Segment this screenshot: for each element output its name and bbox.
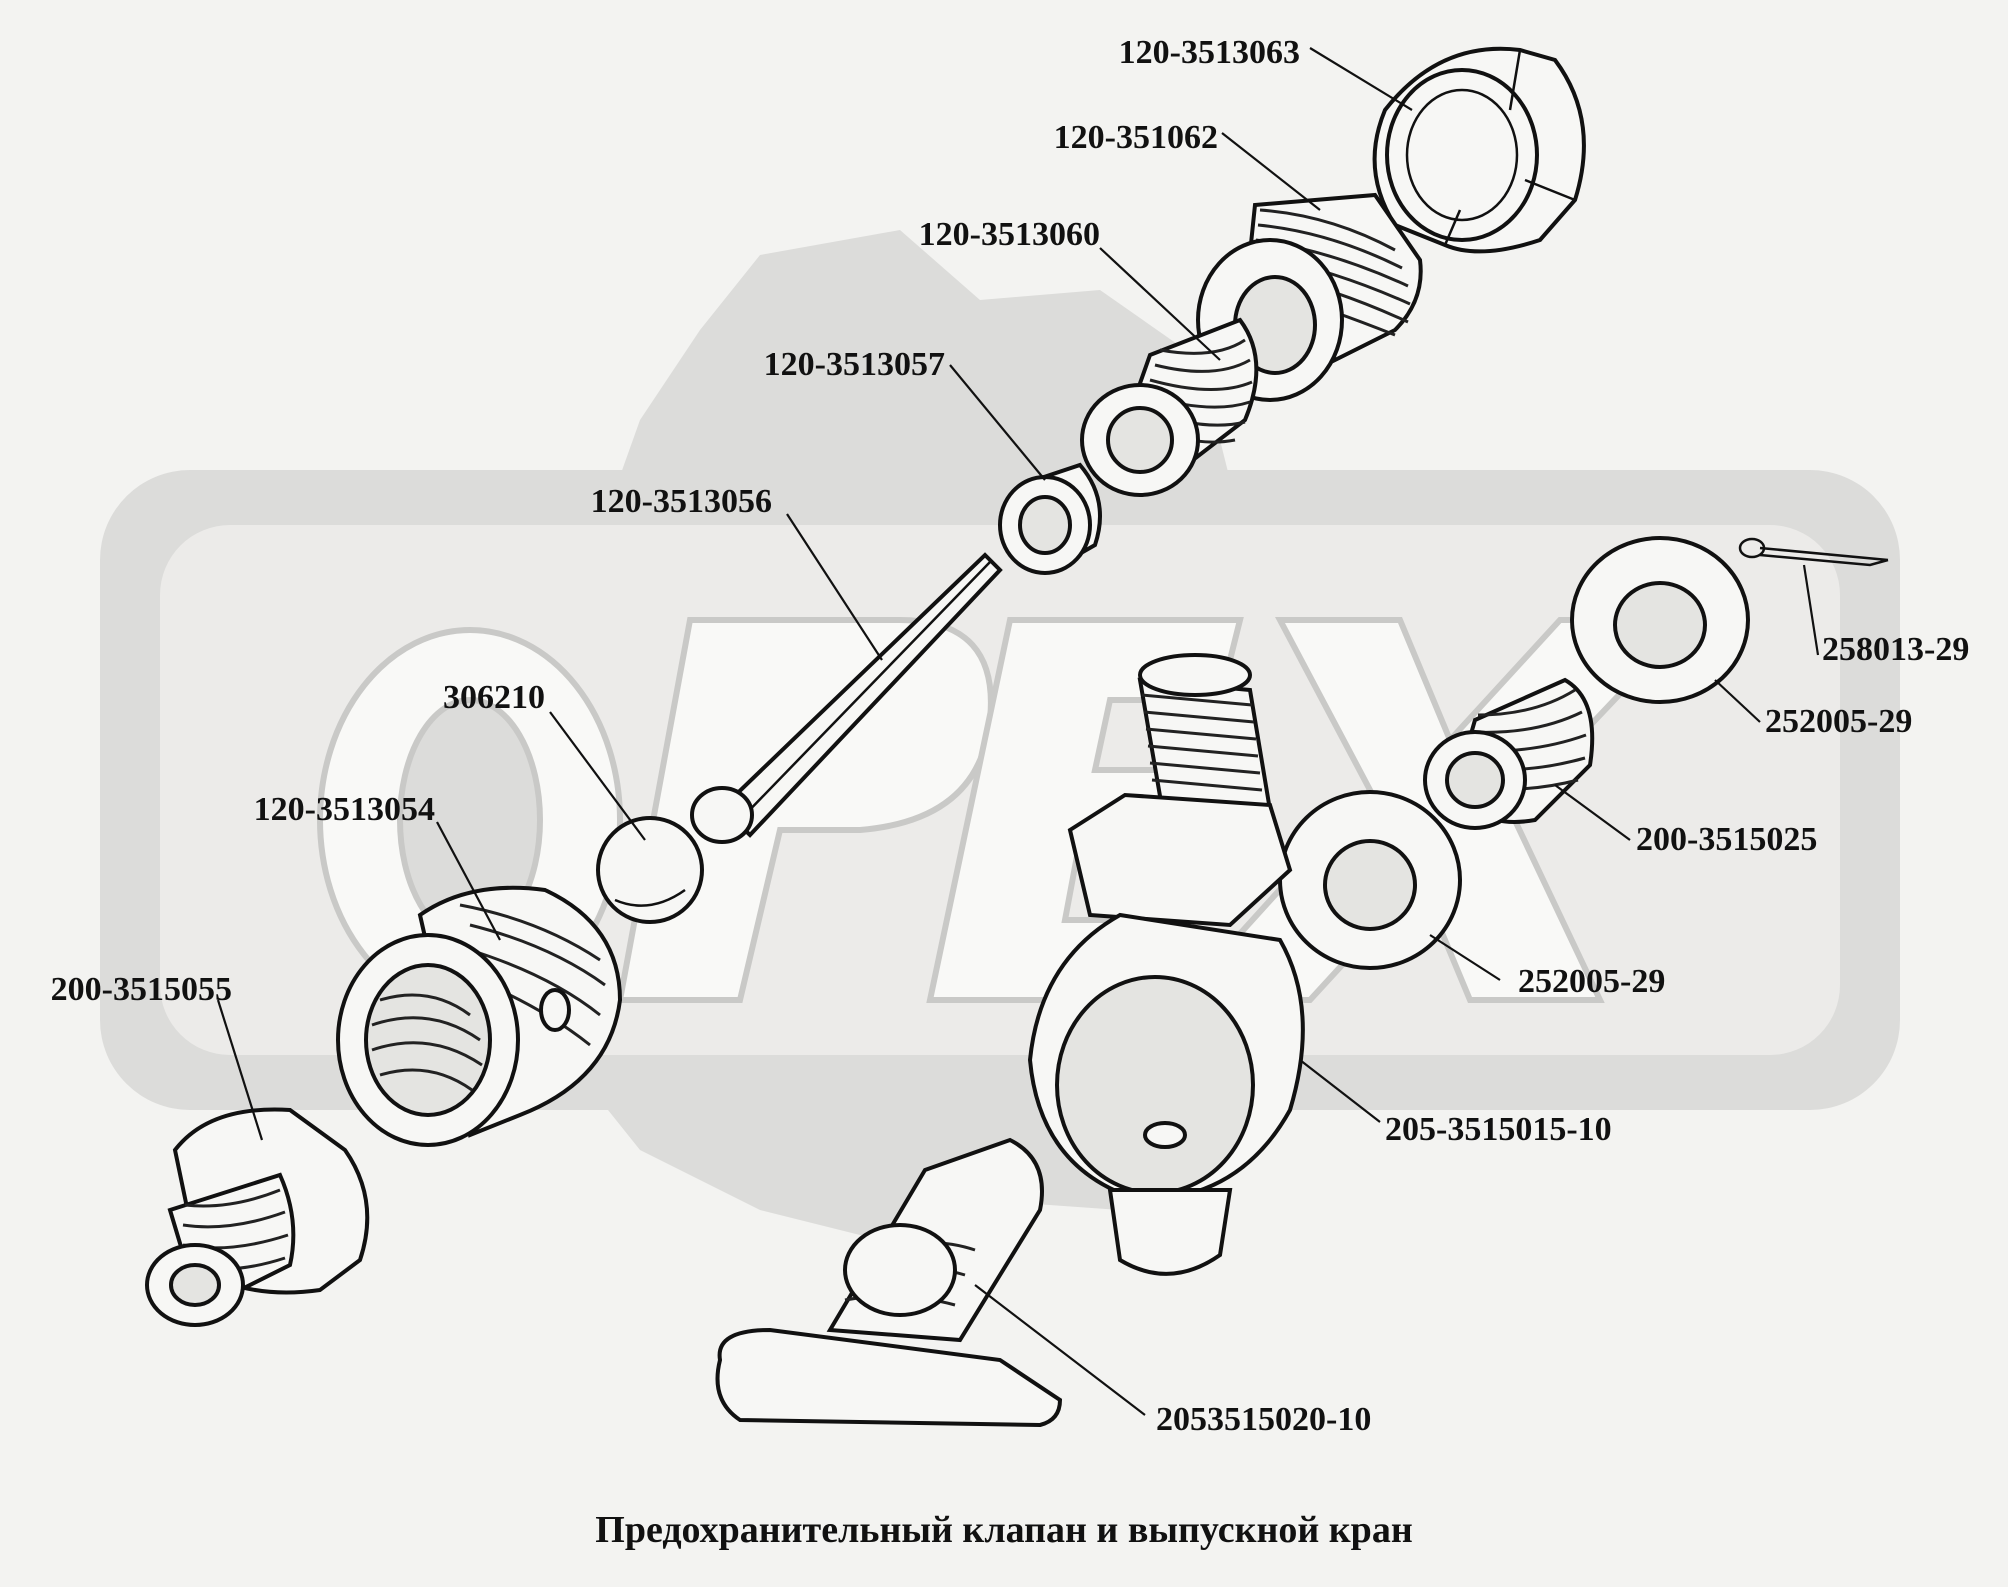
- label-120-3513060: 120-3513060: [919, 216, 1100, 253]
- label-120-3513056: 120-3513056: [591, 483, 772, 520]
- diagram-caption: Предохранительный клапан и выпускной кра…: [595, 1509, 1413, 1551]
- label-252005-29-lower: 252005-29: [1518, 963, 1665, 1000]
- label-120-3513057: 120-3513057: [764, 346, 945, 383]
- label-200-3515055: 200-3515055: [51, 971, 232, 1008]
- leader-lines: [216, 47, 1820, 1416]
- part-hex-nut-120-3513063: [1372, 46, 1586, 254]
- label-200-3515025: 200-3515025: [1636, 821, 1817, 858]
- label-205-3515015-10: 205-3515015-10: [1385, 1111, 1612, 1148]
- part-handle-2053515020-10: [715, 1137, 1063, 1428]
- label-258013-29: 258013-29: [1822, 631, 1969, 668]
- part-labels: 120-3513063 120-351062 120-3513060 120-3…: [51, 34, 1970, 1438]
- part-spring-120-3513060: [1080, 317, 1259, 497]
- label-120-351062: 120-351062: [1054, 119, 1218, 156]
- label-120-3513063: 120-3513063: [1119, 34, 1300, 71]
- label-2053515020-10: 2053515020-10: [1156, 1401, 1371, 1438]
- part-nipple-200-3515055: [145, 1107, 370, 1327]
- part-ball-306210: [596, 816, 704, 924]
- label-120-3513054: 120-3513054: [254, 791, 435, 828]
- part-washer-upper-252005-29: [1570, 536, 1750, 704]
- part-valve-body-120-3513054: [336, 885, 623, 1147]
- part-cotter-pin-258013-29: [1738, 537, 1889, 567]
- part-washer-lower-252005-29: [1278, 790, 1462, 970]
- label-252005-29-upper: 252005-29: [1765, 703, 1912, 740]
- part-sleeve-120-3513057: [998, 462, 1102, 575]
- part-housing-205-3515015-10: [1027, 653, 1305, 1276]
- label-306210: 306210: [443, 679, 545, 716]
- part-rod-120-3513056: [690, 552, 1003, 844]
